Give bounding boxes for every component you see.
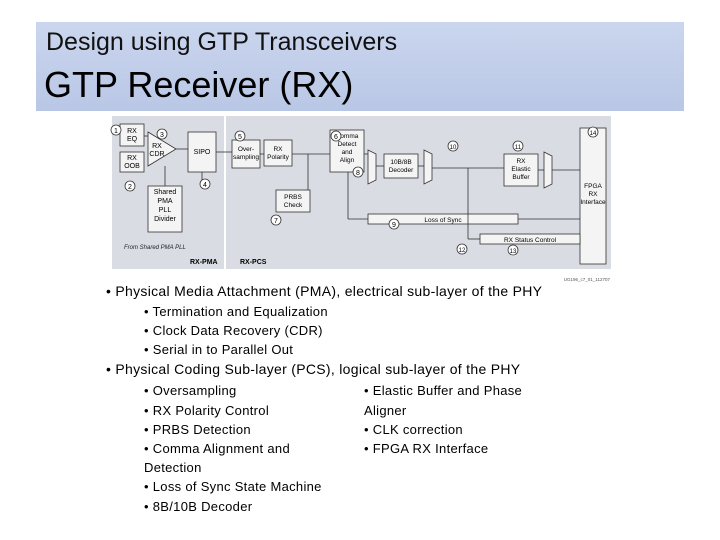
marker-4: 4	[199, 178, 211, 190]
marker-9: 9	[388, 218, 400, 230]
marker-12: 12	[456, 243, 468, 255]
mux-1	[367, 149, 377, 185]
pll-source-label: From Shared PMA PLL	[124, 245, 186, 251]
marker-6: 6	[330, 130, 342, 142]
svg-text:13: 13	[510, 249, 517, 255]
svg-text:5: 5	[238, 134, 242, 141]
marker-3: 3	[156, 128, 168, 140]
svg-text:9: 9	[392, 222, 396, 229]
title-banner: Design using GTP Transceivers GTP Receiv…	[36, 22, 684, 111]
slide-title: GTP Receiver (RX)	[44, 64, 354, 105]
svg-text:8: 8	[356, 170, 360, 177]
pcs-left-item-5: Detection	[144, 460, 202, 475]
pcs-left-item-2: • RX Polarity Control	[144, 403, 270, 418]
decoder-block	[383, 153, 419, 179]
pma-region-label: RX-PMA	[190, 259, 218, 266]
marker-14: 14	[587, 126, 599, 138]
marker-5: 5	[234, 130, 246, 142]
sipo-label: SIPO	[194, 149, 211, 156]
pma-item-3: • Serial in to Parallel Out	[144, 342, 294, 357]
marker-11: 11	[512, 140, 524, 152]
rx-eq-block	[119, 123, 145, 147]
mux-2	[423, 149, 433, 185]
pll-block	[147, 185, 183, 233]
marker-10: 10	[447, 140, 459, 152]
rx-oob-block	[119, 151, 145, 173]
marker-1: 1	[110, 124, 122, 136]
pcs-right-item-3: • CLK correction	[364, 422, 463, 437]
oversampling-label: Over-sampling	[233, 146, 259, 161]
marker-8: 8	[352, 166, 364, 178]
marker-13: 13	[507, 244, 519, 256]
svg-text:7: 7	[274, 218, 278, 225]
pcs-left-item-3: • PRBS Detection	[144, 422, 251, 437]
pcs-heading: • Physical Coding Sub-layer (PCS), logic…	[106, 361, 521, 377]
pcs-region-label: RX-PCS	[240, 259, 267, 266]
svg-text:12: 12	[459, 248, 466, 254]
figure-id: UG196_c7_01_112707	[564, 277, 611, 282]
pcs-left-item-1: • Oversampling	[144, 383, 237, 398]
fpga-block	[579, 127, 607, 265]
svg-text:6: 6	[334, 134, 338, 141]
pcs-left-item-4: • Comma Alignment and	[144, 441, 290, 456]
svg-text:10: 10	[450, 145, 457, 151]
comma-block	[329, 129, 365, 173]
pcs-right-item-4: • FPGA RX Interface	[364, 441, 489, 456]
polarity-block	[263, 139, 293, 167]
rx-cdr-block	[147, 131, 177, 167]
svg-text:4: 4	[203, 182, 207, 189]
pcs-left-item-7: • 8B/10B Decoder	[144, 499, 253, 514]
loss-of-sync-label: Loss of Sync	[424, 217, 462, 224]
pma-item-1: • Termination and Equalization	[144, 304, 328, 319]
elastic-block	[503, 153, 539, 187]
oversampling-block	[231, 139, 261, 169]
pcs-left-item-6: • Loss of Sync State Machine	[144, 479, 322, 494]
mux-3	[543, 151, 553, 189]
slide-subtitle: Design using GTP Transceivers	[46, 28, 398, 56]
pma-heading: • Physical Media Attachment (PMA), elect…	[106, 283, 543, 299]
svg-text:14: 14	[590, 131, 597, 137]
pma-item-2: • Clock Data Recovery (CDR)	[144, 323, 323, 338]
marker-7: 7	[270, 214, 282, 226]
svg-text:11: 11	[515, 145, 522, 151]
prbs-block	[275, 189, 311, 213]
status-control-label: RX Status Control	[504, 237, 557, 244]
pcs-right-item-2: Aligner	[364, 403, 407, 418]
marker-2: 2	[124, 180, 136, 192]
svg-text:3: 3	[160, 132, 164, 139]
svg-text:2: 2	[128, 184, 132, 191]
pcs-right-item-1: • Elastic Buffer and Phase	[364, 383, 523, 398]
svg-text:1: 1	[114, 128, 118, 135]
signal-lines	[144, 135, 580, 240]
